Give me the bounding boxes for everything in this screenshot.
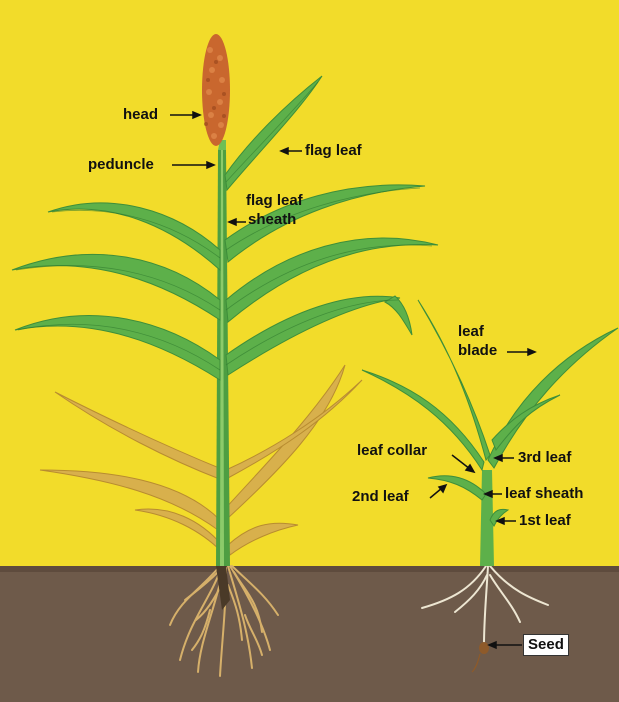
label-leaf-collar: leaf collar [357,442,427,460]
seed-head [202,34,230,146]
label-flag-leaf: flag leaf [305,142,362,160]
label-second-leaf: 2nd leaf [352,488,409,506]
label-head: head [123,106,158,124]
label-seed: Seed [523,634,569,656]
sky-background [0,0,619,566]
label-peduncle: peduncle [88,156,154,174]
label-leaf-blade-1: leaf [458,323,484,341]
label-flag-leaf-sheath-1: flag leaf [246,192,303,210]
label-first-leaf: 1st leaf [519,512,571,530]
label-third-leaf: 3rd leaf [518,449,571,467]
label-leaf-blade-2: blade [458,342,497,360]
label-flag-leaf-sheath-2: sheath [248,211,296,229]
seed [479,642,489,654]
label-leaf-sheath: leaf sheath [505,485,583,503]
